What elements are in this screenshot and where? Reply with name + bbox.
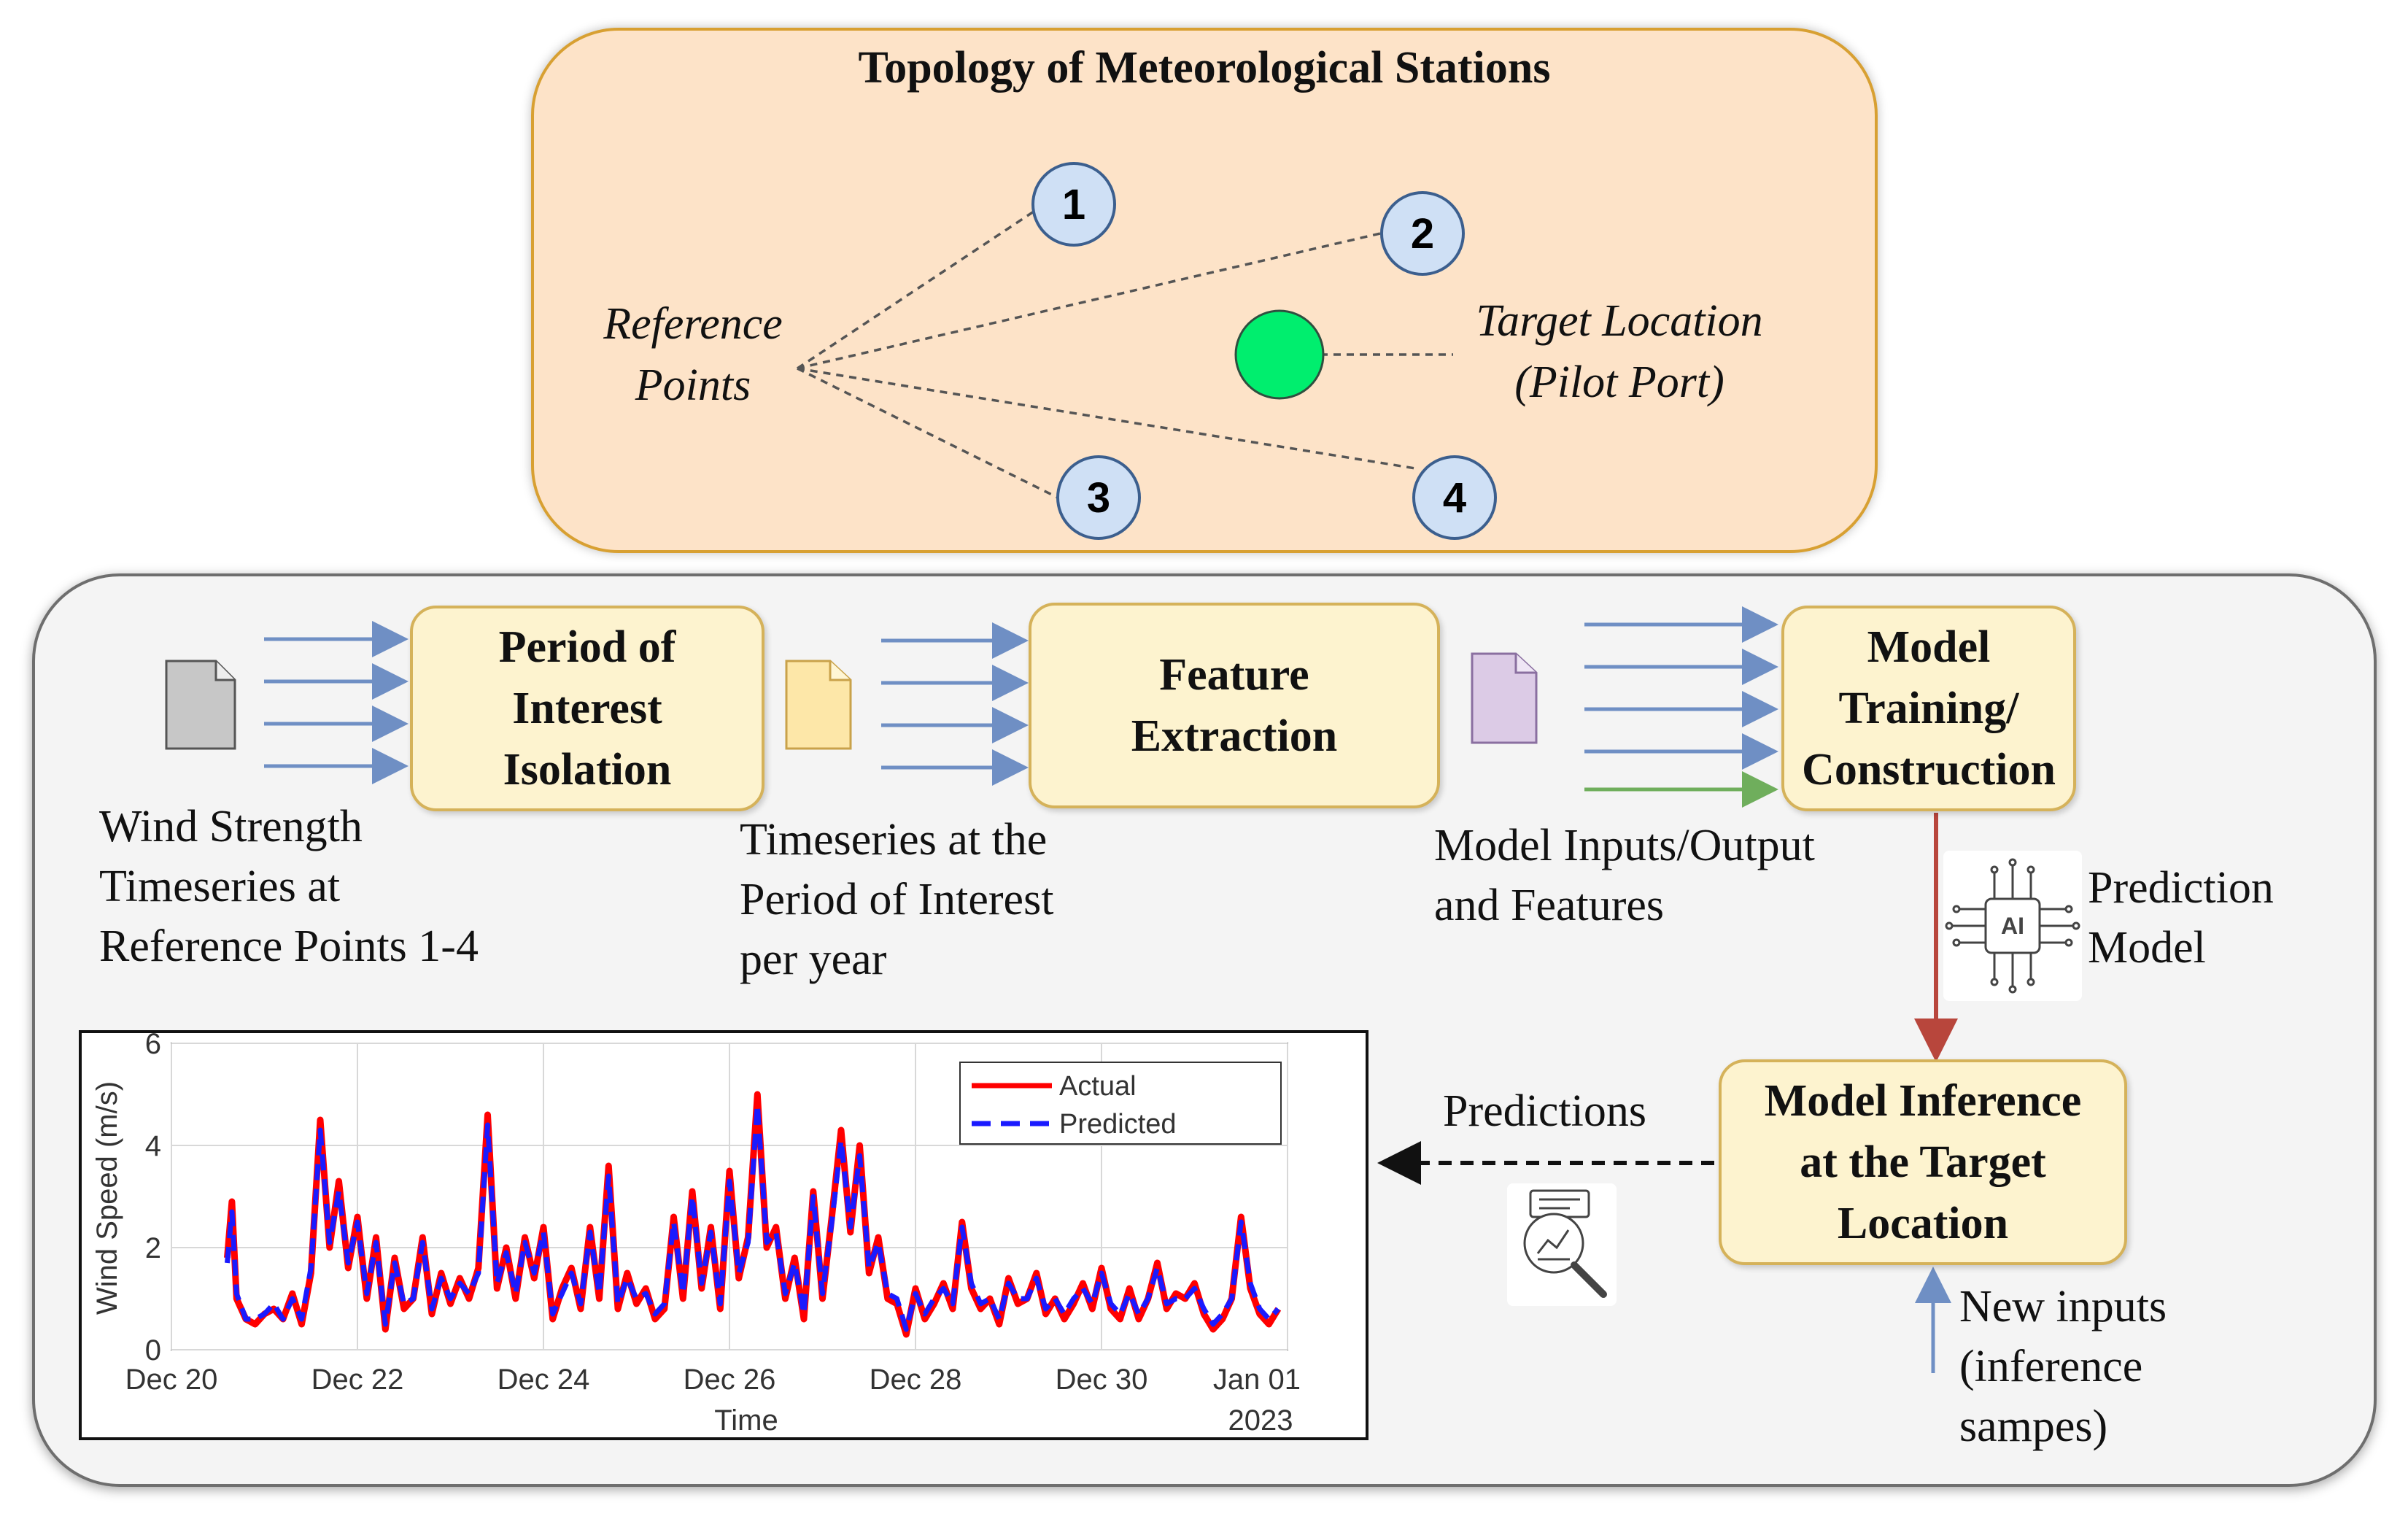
- x-axis-label: Time: [714, 1404, 778, 1437]
- series-lines: [224, 1091, 1282, 1338]
- legend-predicted: Predicted: [1059, 1109, 1177, 1140]
- target-label-line1: Target Location: [1476, 296, 1763, 346]
- step3-line3: Construction: [1802, 745, 2056, 795]
- x-tick-label: Dec 30: [1056, 1364, 1148, 1396]
- target-label-line2: (Pilot Port): [1514, 357, 1724, 407]
- x-tick-label: Dec 24: [498, 1364, 590, 1396]
- new-inputs-line1: New inputs: [1959, 1282, 2167, 1331]
- connector-1: [797, 209, 1037, 370]
- connector-3: [797, 367, 1058, 499]
- grid-lines: [171, 1043, 1288, 1350]
- predictions-label: Predictions: [1443, 1086, 1646, 1136]
- period-desc-line2: Period of Interest: [740, 875, 1054, 924]
- step4-line3: Location: [1837, 1199, 2009, 1248]
- y-tick-label: 0: [145, 1334, 161, 1367]
- reference-label-line2: Points: [635, 360, 751, 410]
- input-description: Wind Strength Timeseries at Reference Po…: [99, 797, 610, 976]
- x-tick-label: Dec 22: [311, 1364, 404, 1396]
- doc-icon-gray: [165, 660, 236, 750]
- x-tick-label: Dec 28: [870, 1364, 962, 1396]
- arrows-to-step1: [264, 621, 409, 784]
- report-search-icon: [1507, 1183, 1617, 1306]
- y-tick-label: 2: [145, 1232, 161, 1264]
- model-desc-line1: Prediction: [2088, 863, 2274, 913]
- step1-line3: Isolation: [503, 745, 672, 795]
- features-desc-line2: and Features: [1434, 881, 1665, 930]
- x-tick-label: Dec 26: [684, 1364, 776, 1396]
- station-2: 2: [1380, 191, 1465, 276]
- x-tick-label: Jan 01: [1213, 1364, 1301, 1396]
- input-desc-line1: Wind Strength: [99, 802, 363, 851]
- step-feature-extraction: Feature Extraction: [1029, 603, 1440, 808]
- model-description: Prediction Model: [2088, 858, 2350, 978]
- step3-line2: Training/: [1838, 684, 2019, 733]
- ai-chip-icon: AI: [1943, 851, 2082, 1001]
- step2-line2: Extraction: [1131, 711, 1338, 761]
- doc-icon-purple: [1471, 652, 1538, 744]
- arrows-to-step3: [1584, 606, 1778, 770]
- y-axis-label: Wind Speed (m/s): [91, 1081, 123, 1315]
- doc-icon-yellow: [785, 660, 852, 750]
- step-model-training: Model Training/ Construction: [1781, 606, 2076, 811]
- target-location-marker: [1234, 309, 1325, 400]
- period-desc-line3: per year: [740, 935, 887, 984]
- station-4: 4: [1412, 455, 1497, 540]
- chart-legend: Actual Predicted: [959, 1062, 1282, 1145]
- topology-connectors: [797, 209, 1453, 499]
- input-desc-line3: Reference Points 1-4: [99, 921, 479, 971]
- new-inputs-line3: sampes): [1959, 1402, 2108, 1451]
- station-3: 3: [1056, 455, 1141, 540]
- ai-chip-text: AI: [2001, 913, 2024, 939]
- arrows-to-step2: [881, 622, 1029, 786]
- new-inputs-line2: (inference: [1959, 1342, 2143, 1391]
- legend-actual: Actual: [1059, 1071, 1137, 1102]
- features-description: Model Inputs/Output and Features: [1434, 816, 1901, 935]
- target-location-label: Target Location (Pilot Port): [1430, 290, 1809, 413]
- topology-panel: [531, 28, 1878, 553]
- x-tick-label: Dec 20: [125, 1364, 218, 1396]
- topology-title: Topology of Meteorological Stations: [858, 43, 1551, 93]
- x-axis-year: 2023: [1228, 1404, 1293, 1437]
- step3-line1: Model: [1867, 622, 1991, 672]
- connector-4: [797, 367, 1416, 470]
- y-tick-label: 4: [145, 1130, 161, 1162]
- new-inputs-description: New inputs (inference sampes): [1959, 1277, 2280, 1456]
- step-period-isolation: Period of Interest Isolation: [410, 606, 764, 811]
- legend-box: [959, 1062, 1282, 1145]
- step4-line2: at the Target: [1800, 1137, 2046, 1187]
- input-desc-line2: Timeseries at: [99, 862, 341, 911]
- step2-line1: Feature: [1159, 650, 1309, 700]
- series-line-predicted: [225, 1102, 1280, 1332]
- step1-line1: Period of: [498, 622, 676, 672]
- period-desc-line1: Timeseries at the: [740, 815, 1048, 865]
- features-desc-line1: Model Inputs/Output: [1434, 821, 1815, 870]
- step1-line2: Interest: [512, 684, 662, 733]
- step4-line1: Model Inference: [1764, 1076, 2082, 1126]
- step-model-inference: Model Inference at the Target Location: [1719, 1059, 2127, 1265]
- workflow-arrows: [165, 606, 1958, 1373]
- reference-label-line1: Reference: [603, 299, 783, 349]
- y-tick-label: 6: [145, 1030, 161, 1060]
- model-desc-line2: Model: [2088, 923, 2206, 973]
- reference-points-label: Reference Points: [569, 293, 817, 416]
- period-description: Timeseries at the Period of Interest per…: [740, 810, 1177, 989]
- station-1: 1: [1031, 162, 1116, 247]
